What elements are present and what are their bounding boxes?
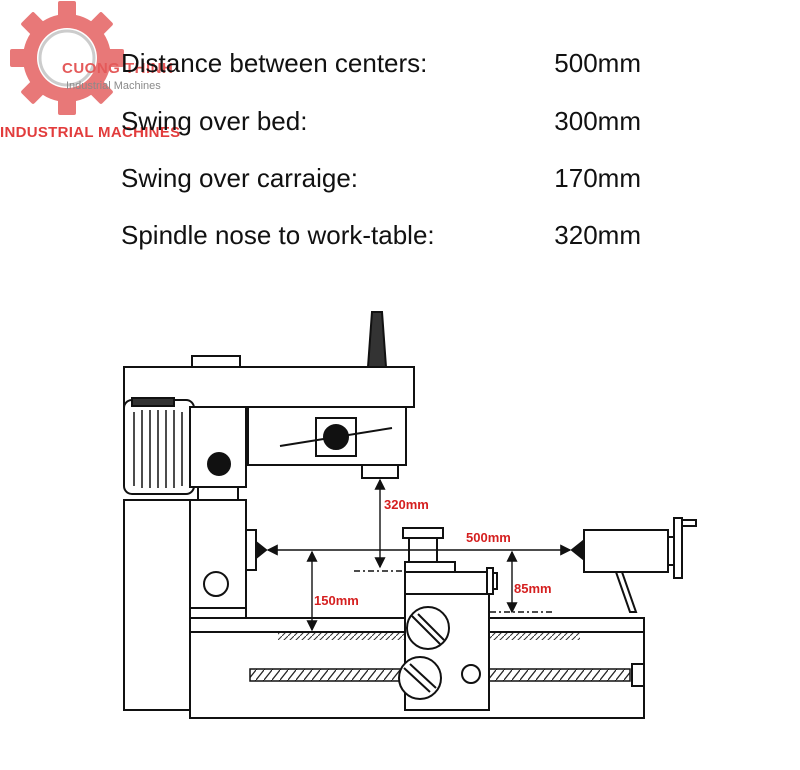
spec-row-swing-over-bed: Swing over bed: 300mm	[121, 106, 641, 146]
apron-handwheel	[398, 656, 442, 700]
logo-company: INDUSTRIAL MACHINES	[0, 124, 181, 141]
spec-value: 320mm	[554, 220, 641, 250]
live-center	[255, 539, 268, 561]
spec-label: Distance between centers:	[121, 48, 428, 78]
dimension-label-between-centers: 500mm	[466, 530, 511, 545]
spindle-flange	[245, 529, 257, 571]
toolpost-top	[402, 527, 444, 539]
lead-screw-end	[631, 663, 645, 687]
headstock-left	[123, 499, 191, 711]
gear-logo-icon	[10, 1, 124, 115]
motor-cap	[131, 397, 175, 407]
toolpost-base	[404, 561, 456, 573]
spec-label: Spindle nose to work-table:	[121, 220, 435, 250]
mill-feed-knob	[323, 424, 349, 450]
tailstock-lock	[614, 571, 638, 613]
dimension-label-carriage: 85mm	[514, 581, 552, 596]
spindle-nose	[361, 464, 399, 479]
company-logo: CUONG THINH Industrial Machines INDUSTRI…	[0, 0, 200, 150]
logo-subtitle: Industrial Machines	[66, 80, 161, 92]
tail-center	[570, 539, 583, 561]
spec-value: 500mm	[554, 48, 641, 78]
column-collar	[197, 486, 239, 501]
mill-lever-handle	[366, 311, 388, 368]
cross-slide	[404, 571, 488, 595]
spec-row-swing-over-carriage: Swing over carraige: 170mm	[121, 163, 641, 203]
tailstock-quill	[583, 529, 669, 573]
spec-label: Swing over carraige:	[121, 163, 358, 193]
headstock-dial-upper	[203, 571, 229, 597]
apron-knob	[461, 664, 481, 684]
spec-row-spindle-to-table: Spindle nose to work-table: 320mm	[121, 220, 641, 260]
spec-value: 170mm	[554, 163, 641, 193]
logo-brand: CUONG THINH	[62, 60, 174, 77]
dimension-label-center-height: 150mm	[314, 593, 359, 608]
tailstock-handwheel	[673, 517, 683, 579]
mill-head-cap	[191, 355, 241, 368]
spec-value: 300mm	[554, 106, 641, 136]
dimension-label-spindle-to-table: 320mm	[384, 497, 429, 512]
spec-label: Swing over bed:	[121, 106, 308, 136]
spec-row-distance-between-centers: Distance between centers: 500mm	[121, 48, 641, 88]
column-knob	[207, 452, 231, 476]
tailstock-handle	[681, 519, 697, 527]
